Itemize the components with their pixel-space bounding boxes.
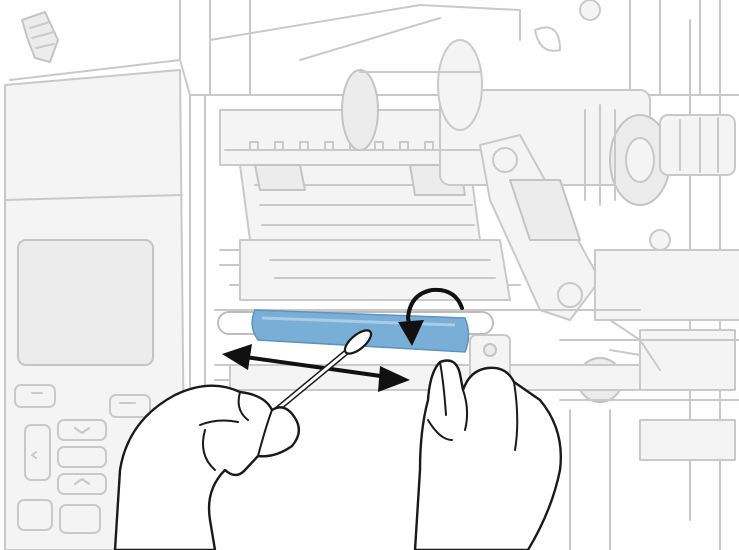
zebra-head-logo: [21, 11, 59, 63]
down-arrow-key: [57, 473, 107, 495]
ok-key: [57, 446, 107, 468]
right-hand: [413, 359, 562, 550]
pause-key: [17, 499, 53, 531]
printhead-assembly: [219, 109, 521, 301]
side-key: [24, 424, 51, 481]
up-arrow-key: [57, 419, 107, 441]
rotate-counterclockwise-arrow: [398, 287, 464, 346]
left-hand: [113, 384, 300, 550]
display-screen: [17, 239, 154, 366]
double-headed-horizontal-arrow: [222, 344, 410, 392]
feed-key: [59, 504, 101, 534]
right-arrow-key: [109, 394, 151, 418]
left-arrow-key: [14, 384, 56, 408]
